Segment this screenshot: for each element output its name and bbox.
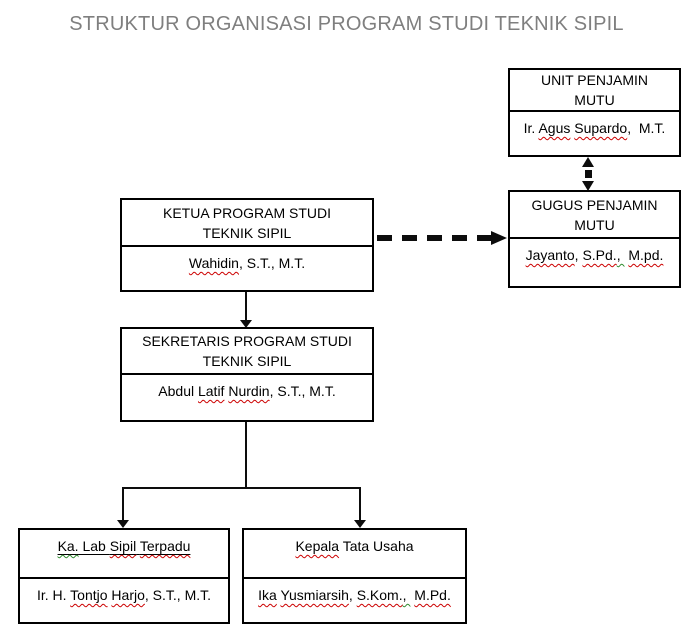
person-name: Wahidin, S.T., M.T. <box>122 247 372 273</box>
person-name: Ir. Agus Supardo, M.T. <box>510 112 679 138</box>
text-segment: Nurdin <box>228 383 270 399</box>
text-segment: Sipil <box>109 538 137 554</box>
text-segment: , <box>402 587 411 603</box>
text-segment: S.Kom. <box>356 587 403 603</box>
connector-ketua-to-sekretaris <box>240 292 252 328</box>
role-title: Ka. Lab Sipil Terpadu <box>20 530 228 579</box>
text-segment: Wahidin <box>188 255 239 271</box>
role-title: GUGUS PENJAMIN MUTU <box>510 192 679 239</box>
org-node-sekretaris-program-studi: SEKRETARIS PROGRAM STUDI TEKNIK SIPIL Ab… <box>120 327 374 422</box>
text-segment: , S.T., M.T. <box>269 383 336 399</box>
text-segment: Terpadu <box>139 538 191 554</box>
text-segment: Ir. <box>523 120 539 136</box>
role-title: Kepala Tata Usaha <box>244 530 465 579</box>
role-line: TEKNIK SIPIL <box>202 224 292 241</box>
text-segment: Ika <box>258 587 277 603</box>
org-node-unit-penjamin-mutu: UNIT PENJAMIN MUTU Ir. Agus Supardo, M.T… <box>508 68 681 157</box>
org-node-ketua-program-studi: KETUA PROGRAM STUDI TEKNIK SIPIL Wahidin… <box>120 198 374 292</box>
text-segment: Ir. H. <box>36 587 71 603</box>
org-node-gugus-penjamin-mutu: GUGUS PENJAMIN MUTU Jayanto, S.Pd., M.pd… <box>508 190 681 288</box>
text-segment: , S.T., M.T. <box>238 255 306 271</box>
text-segment: S.Pd. <box>582 247 617 263</box>
text-segment: , <box>348 587 357 603</box>
page-title: STRUKTUR ORGANISASI PROGRAM STUDI TEKNIK… <box>69 13 624 35</box>
text-segment: Latif <box>197 383 225 399</box>
text-segment: , S.T., M.T. <box>144 587 212 603</box>
connector-unit-gugus-double-arrow <box>582 157 594 191</box>
person-name: Ika Yusmiarsih, S.Kom., M.Pd. <box>244 579 465 605</box>
text-segment: , <box>574 247 583 263</box>
text-segment: Supardo <box>574 120 628 136</box>
person-name: Jayanto, S.Pd., M.pd. <box>510 239 679 265</box>
role-line: GUGUS PENJAMIN <box>531 196 658 213</box>
role-title: UNIT PENJAMIN MUTU <box>510 70 679 112</box>
connector-ketua-to-gugus-dashed-arrow <box>377 231 507 245</box>
text-segment: M.Pd. <box>414 587 451 603</box>
text-segment: Ka. <box>57 538 79 554</box>
role-line: MUTU <box>574 216 615 233</box>
role-line: UNIT PENJAMIN <box>540 72 649 88</box>
role-line: Kepala Tata Usaha <box>295 536 413 556</box>
text-segment: Tontjo <box>70 587 108 603</box>
connector-sekretaris-to-children <box>117 422 366 528</box>
role-line: KETUA PROGRAM STUDI <box>162 204 332 221</box>
org-node-ka-lab-sipil-terpadu: Ka. Lab Sipil Terpadu Ir. H. Tontjo Harj… <box>18 528 230 624</box>
text-segment: Agus <box>538 120 571 136</box>
text-segment: Yusmiarsih <box>280 587 349 603</box>
person-name: Abdul Latif Nurdin, S.T., M.T. <box>122 375 372 401</box>
text-segment: , <box>616 247 625 263</box>
role-line: TEKNIK SIPIL <box>202 353 292 369</box>
role-title: KETUA PROGRAM STUDI TEKNIK SIPIL <box>122 200 372 247</box>
text-segment: , M.T. <box>627 120 666 136</box>
role-line: SEKRETARIS PROGRAM STUDI <box>142 333 352 349</box>
text-segment: M.pd. <box>628 247 664 263</box>
role-line: MUTU <box>574 92 615 108</box>
role-line: Ka. Lab Sipil Terpadu <box>58 536 191 556</box>
role-title: SEKRETARIS PROGRAM STUDI TEKNIK SIPIL <box>122 329 372 375</box>
text-segment: Kepala <box>295 538 340 554</box>
text-segment: Jayanto <box>525 247 575 263</box>
text-segment: Harjo <box>111 587 145 603</box>
text-segment: Abdul <box>158 383 198 399</box>
person-name: Ir. H. Tontjo Harjo, S.T., M.T. <box>20 579 228 605</box>
org-node-kepala-tata-usaha: Kepala Tata Usaha Ika Yusmiarsih, S.Kom.… <box>242 528 467 624</box>
text-segment: Tata Usaha <box>339 538 414 554</box>
text-segment: Lab <box>78 538 110 554</box>
